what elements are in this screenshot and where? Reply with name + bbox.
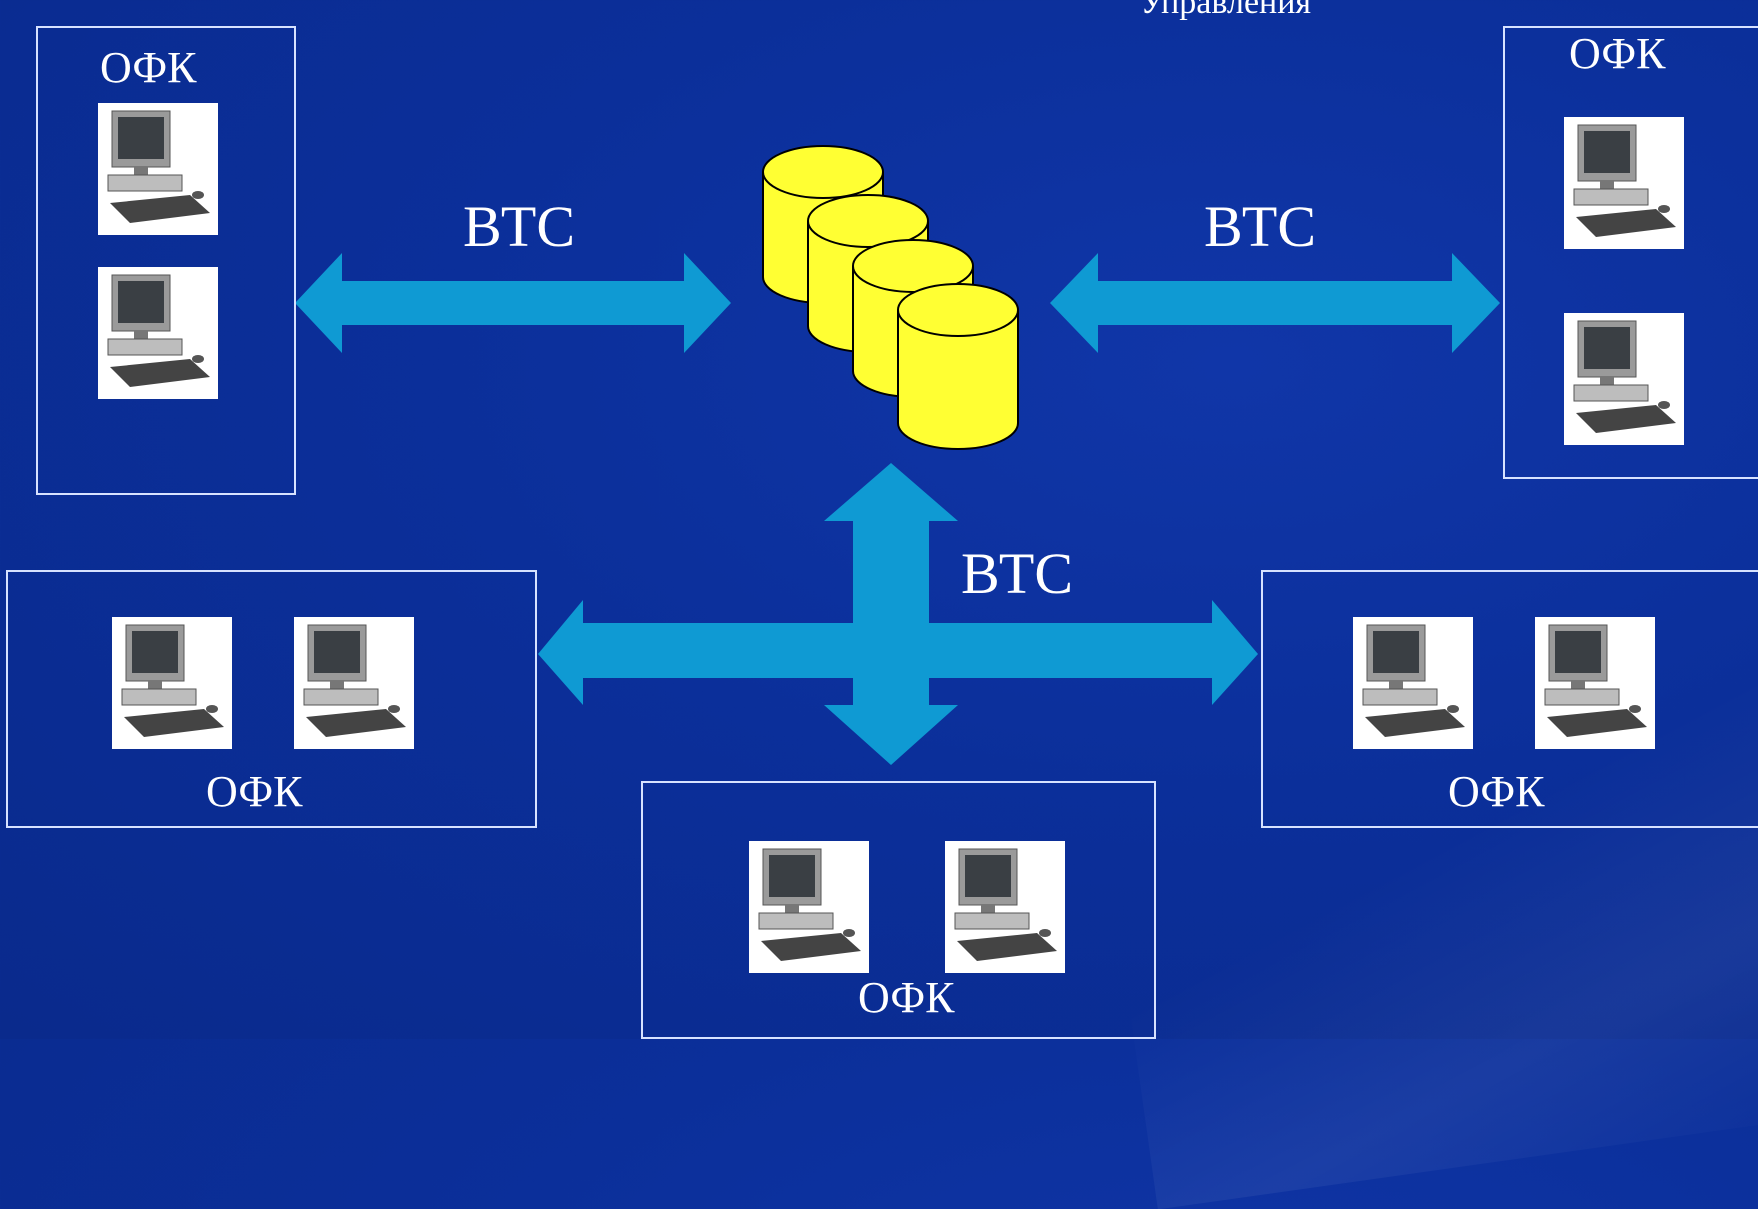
connection-arrows [295,253,1500,765]
database-cylinders-icon [762,145,1019,450]
link-label-center: ВТС [961,541,1074,606]
link-label-left: ВТС [463,194,576,259]
cylinder-4 [897,283,1019,450]
desktop-computer-icon [1564,313,1684,445]
node-label: ОФК [858,973,955,1022]
ofk-node-bottom-right: ОФК [1261,570,1758,828]
ofk-node-top-right: ОФК [1503,26,1758,479]
arrow-left-link [295,253,731,353]
diagram-title: Управления [1140,0,1312,21]
desktop-computer-icon [294,617,414,749]
ofk-node-bottom-center: ОФК [641,781,1156,1039]
node-label: ОФК [100,43,197,92]
desktop-computer-icon [98,267,218,399]
node-label: ОФК [1448,767,1545,816]
arrow-horizontal-link [538,600,1258,705]
desktop-computer-icon [945,841,1065,973]
link-label-right: ВТС [1204,194,1317,259]
arrow-right-link [1050,253,1500,353]
desktop-computer-icon [1535,617,1655,749]
arrow-vertical-link [824,463,958,765]
desktop-computer-icon [749,841,869,973]
node-label: ОФК [1569,29,1666,78]
desktop-computer-icon [1564,117,1684,249]
desktop-computer-icon [98,103,218,235]
ofk-node-top-left: ОФК [36,26,296,495]
desktop-computer-icon [1353,617,1473,749]
ofk-node-bottom-left: ОФК [6,570,537,828]
desktop-computer-icon [112,617,232,749]
node-label: ОФК [206,767,303,816]
